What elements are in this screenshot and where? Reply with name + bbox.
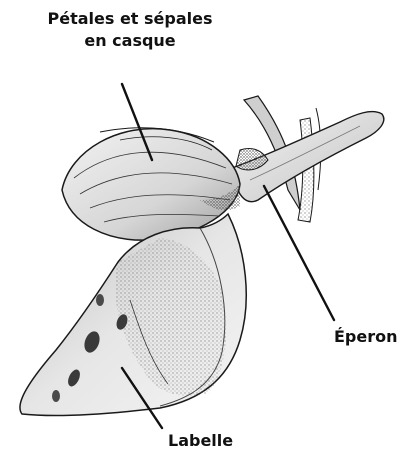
orchid-flower-illustration: [0, 0, 419, 461]
